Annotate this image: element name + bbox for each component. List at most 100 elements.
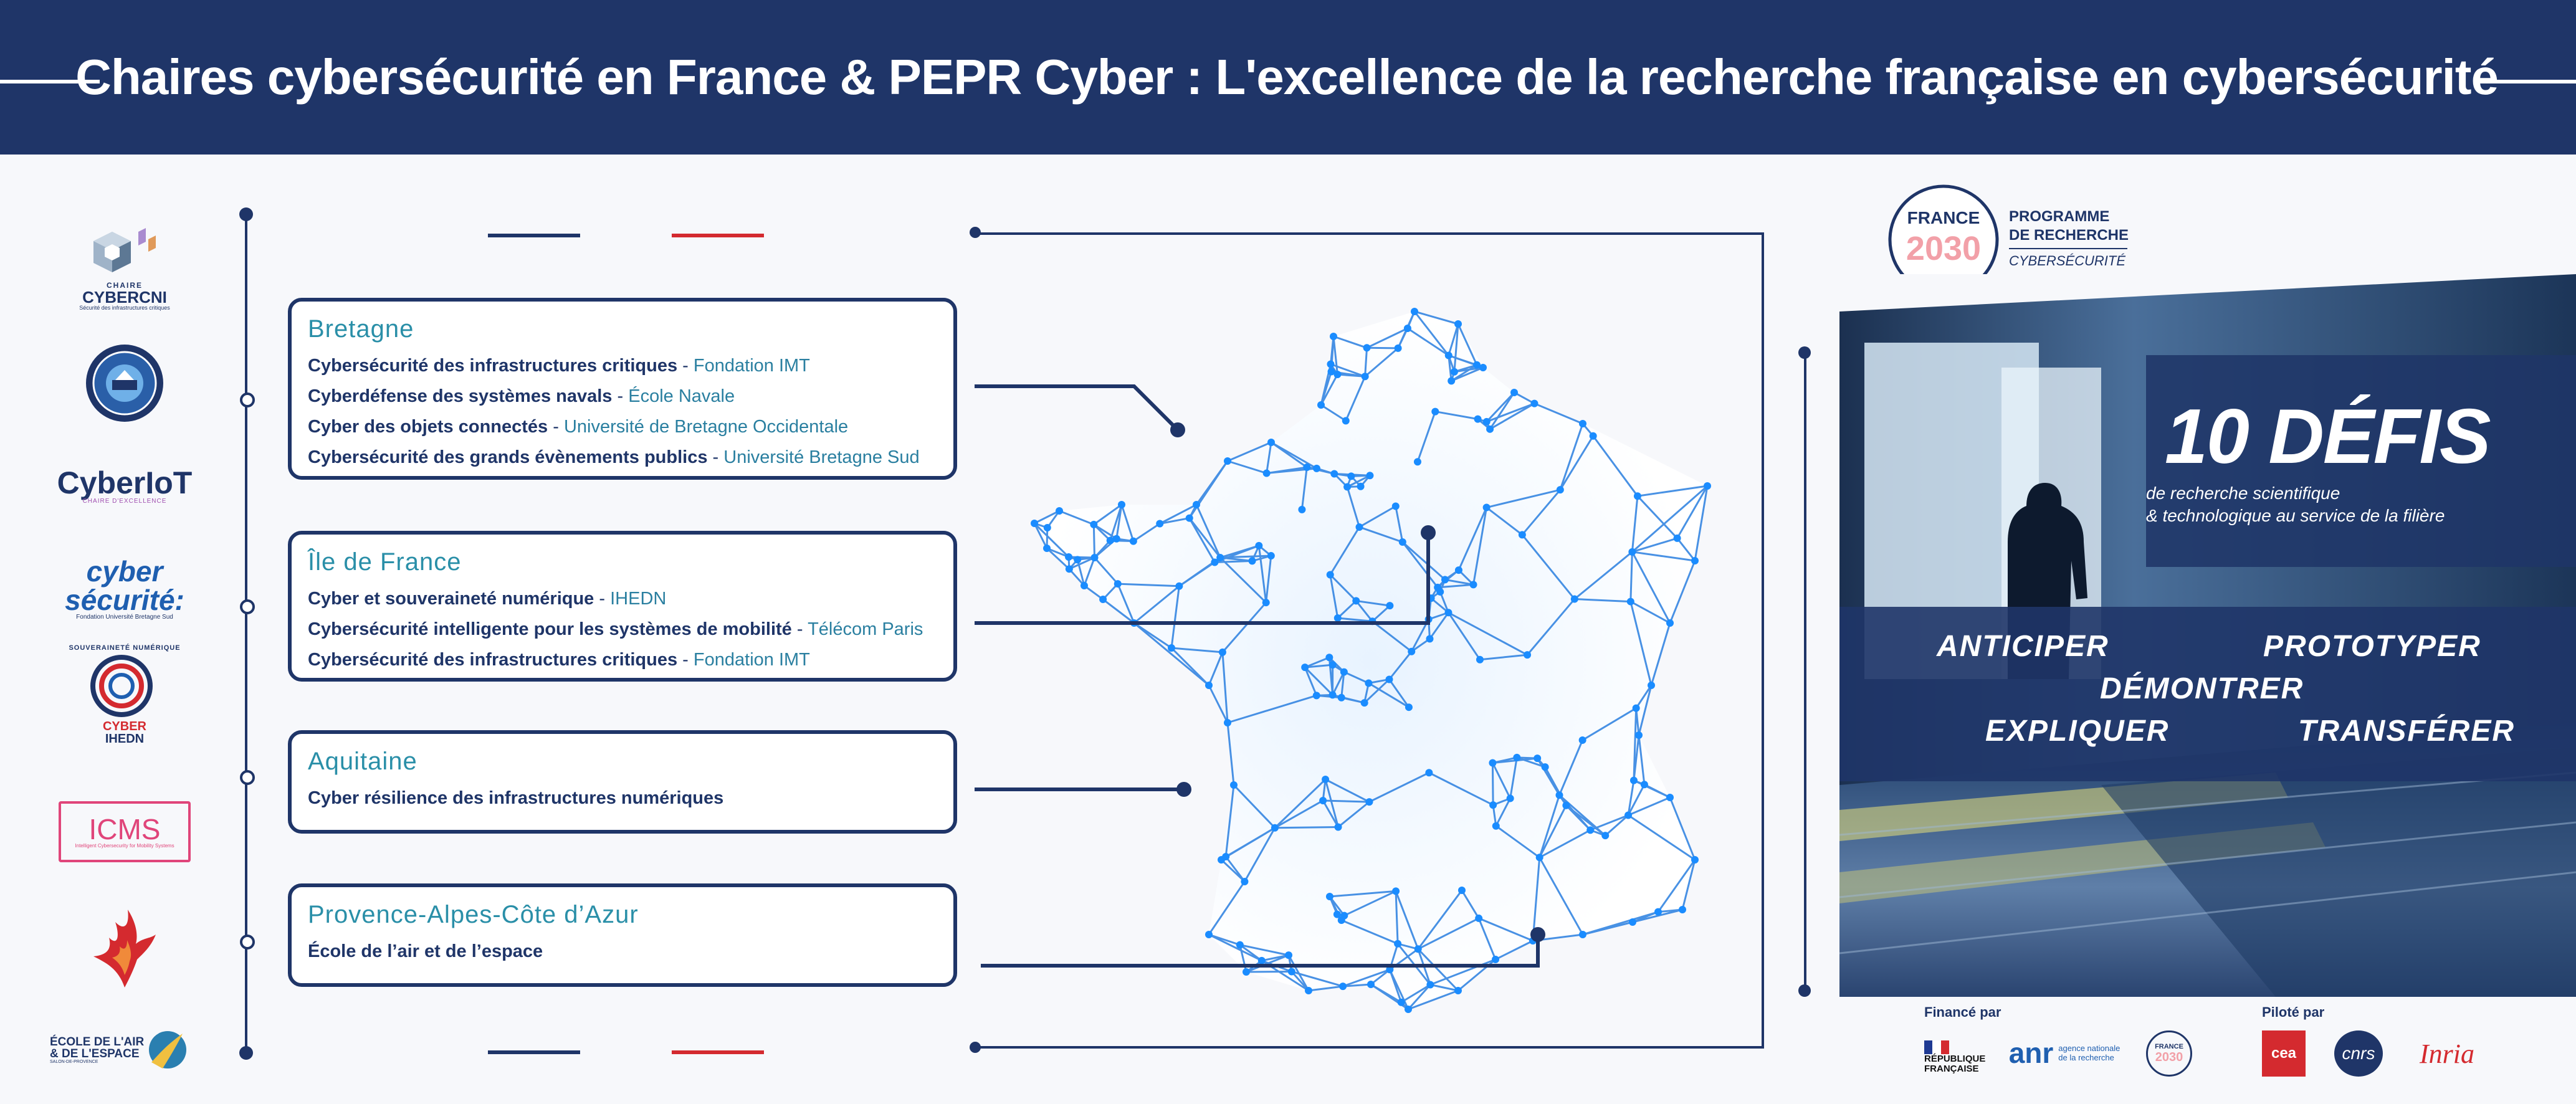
network-link bbox=[1582, 911, 1659, 936]
chair-institution: Fondation IMT bbox=[693, 356, 810, 376]
network-node bbox=[1476, 655, 1484, 664]
network-link bbox=[1225, 827, 1276, 858]
map-frame-bottom bbox=[974, 1046, 1764, 1049]
network-node bbox=[1475, 914, 1483, 922]
network-node bbox=[1074, 556, 1082, 564]
network-link bbox=[1345, 376, 1367, 421]
network-link bbox=[1631, 485, 1708, 553]
network-link bbox=[1033, 523, 1048, 549]
logo-republique-francaise: RÉPUBLIQUE FRANÇAISE bbox=[1924, 1029, 1987, 1085]
verb-expliquer: EXPLIQUER bbox=[1985, 715, 2170, 748]
map-frame-dot-bottom bbox=[970, 1042, 981, 1053]
network-node bbox=[1329, 691, 1337, 699]
region-name-ile-de-france: Île de France bbox=[308, 548, 462, 576]
network-node bbox=[1236, 941, 1244, 949]
network-link bbox=[1329, 574, 1339, 619]
network-link bbox=[1461, 890, 1480, 919]
network-node bbox=[1403, 324, 1411, 332]
network-link bbox=[1438, 583, 1474, 589]
f2030-programme-2: DE RECHERCHE bbox=[2009, 227, 2129, 244]
network-node bbox=[1319, 796, 1327, 804]
network-node bbox=[1080, 582, 1088, 589]
network-node bbox=[1031, 520, 1038, 527]
network-node bbox=[1230, 781, 1238, 789]
network-link bbox=[1133, 622, 1172, 649]
network-link bbox=[1534, 402, 1583, 425]
network-link bbox=[1631, 537, 1678, 553]
network-node bbox=[1205, 931, 1213, 938]
network-link bbox=[1093, 523, 1117, 540]
network-node bbox=[1327, 368, 1335, 376]
chair-row: Cyber et souveraineté numérique - IHEDN bbox=[308, 584, 937, 614]
map-frame-right bbox=[1762, 232, 1764, 1049]
network-link bbox=[1479, 654, 1528, 661]
network-link bbox=[1226, 722, 1235, 786]
network-node bbox=[1367, 981, 1375, 988]
network-node bbox=[1444, 351, 1453, 359]
region-box-ile-de-france: Île de France Cyber et souveraineté numé… bbox=[288, 531, 957, 682]
network-node bbox=[1043, 523, 1051, 531]
network-link bbox=[1224, 784, 1235, 857]
f2030-small-2: 2030 bbox=[2155, 1050, 2183, 1064]
network-link bbox=[1400, 984, 1431, 1004]
rail-node-aquitaine bbox=[240, 770, 255, 785]
network-link bbox=[1638, 685, 1653, 736]
logo-cybersecurite-line1: cyber bbox=[86, 555, 163, 588]
network-link bbox=[1489, 402, 1535, 431]
f2030-small-1: FRANCE bbox=[2155, 1042, 2183, 1050]
right-rail bbox=[1804, 353, 1806, 991]
network-node bbox=[1530, 399, 1538, 407]
network-link bbox=[1538, 829, 1591, 859]
network-link bbox=[1448, 323, 1459, 356]
network-node bbox=[1541, 763, 1549, 771]
network-node bbox=[1257, 956, 1266, 964]
network-node bbox=[1434, 583, 1442, 591]
network-node bbox=[1065, 553, 1073, 561]
network-link bbox=[1429, 958, 1496, 986]
network-node bbox=[1654, 908, 1662, 916]
network-link bbox=[1592, 435, 1639, 497]
network-node bbox=[1118, 501, 1125, 508]
network-link bbox=[1271, 441, 1317, 470]
network-node bbox=[1524, 651, 1532, 659]
france2030-programme-logo: FRANCE 2030 PROGRAMME DE RECHERCHE CYBER… bbox=[1884, 181, 2134, 299]
f2030-france: FRANCE bbox=[1907, 208, 1980, 227]
network-link bbox=[1304, 667, 1318, 696]
network-link bbox=[1244, 827, 1276, 882]
network-node bbox=[1285, 951, 1292, 959]
network-link bbox=[1265, 555, 1272, 603]
network-link bbox=[1429, 612, 1449, 640]
network-link bbox=[1448, 611, 1528, 656]
logo-ihedn-line2: CYBER bbox=[102, 719, 146, 733]
network-node bbox=[1555, 791, 1563, 799]
network-node bbox=[1489, 801, 1497, 809]
network-node bbox=[1317, 401, 1325, 409]
network-node bbox=[1090, 520, 1098, 528]
chair-sep: - bbox=[677, 356, 694, 376]
network-node bbox=[1386, 602, 1394, 610]
region-connectors bbox=[975, 384, 1545, 968]
network-link bbox=[1401, 541, 1446, 581]
network-node bbox=[1330, 333, 1337, 340]
network-link bbox=[1414, 310, 1459, 325]
network-link bbox=[1417, 890, 1463, 950]
network-node bbox=[1405, 703, 1413, 711]
network-link bbox=[1364, 347, 1399, 378]
network-node bbox=[1426, 635, 1434, 643]
network-node bbox=[1513, 753, 1521, 761]
network-node bbox=[1262, 599, 1270, 607]
network-node bbox=[1454, 987, 1462, 994]
network-link bbox=[1368, 771, 1430, 803]
network-node bbox=[1056, 507, 1063, 515]
network-link bbox=[1188, 517, 1216, 563]
network-link bbox=[1416, 411, 1436, 462]
verb-anticiper: ANTICIPER bbox=[1937, 630, 2109, 663]
network-link bbox=[1358, 505, 1396, 528]
network-node bbox=[1352, 597, 1360, 605]
network-link bbox=[1239, 944, 1262, 962]
network-link bbox=[1408, 989, 1459, 1011]
network-link bbox=[1669, 560, 1696, 624]
network-link bbox=[1208, 933, 1262, 962]
network-link bbox=[1388, 969, 1403, 1003]
network-link bbox=[1489, 392, 1515, 430]
